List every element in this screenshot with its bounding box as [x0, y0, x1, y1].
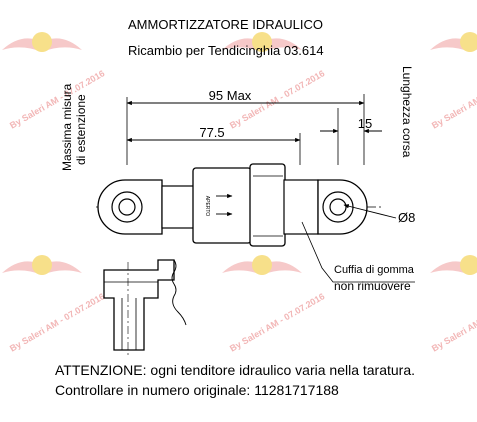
- dimension-stroke-label: 15: [358, 116, 372, 131]
- side-label-left-1: Massima misura: [60, 83, 74, 171]
- callout-line2: non rimuovere: [334, 279, 411, 293]
- diameter-label: Ø8: [398, 210, 415, 225]
- watermark-logo: [2, 32, 82, 52]
- damper-body: [192, 167, 252, 244]
- side-label-right: Lunghezza corsa: [400, 66, 414, 158]
- rubber-boot: [283, 179, 319, 235]
- watermark-logo: [222, 255, 302, 275]
- callout-leader: [301, 221, 415, 283]
- drawing-title: AMMORTIZZATORE IDRAULICO: [128, 17, 324, 32]
- extension-lines: [126, 94, 365, 165]
- left-eye: [97, 179, 163, 235]
- watermark-logo: [430, 32, 477, 52]
- watermark-logo: [222, 32, 302, 52]
- body-arrows: [216, 193, 233, 217]
- detail-section: [103, 259, 187, 358]
- dimension-max-label: 95 Max: [209, 88, 252, 103]
- watermark-logo: [2, 255, 82, 275]
- dimension-center-label: 77.5: [199, 125, 224, 140]
- diameter-leader: [343, 204, 397, 219]
- body-label: APERTO: [204, 196, 210, 216]
- left-rod: [161, 185, 197, 229]
- watermark-logo: [430, 255, 477, 275]
- note-warning: ATTENZIONE: ogni tenditore idraulico var…: [55, 362, 416, 378]
- note-original-number: Controllare in numero originale: 1128171…: [55, 382, 339, 398]
- right-eye: [317, 179, 368, 235]
- side-label-left-2: di estenzione: [74, 94, 88, 165]
- drawing-subtitle: Ricambio per Tendicinghia 03.614: [128, 43, 324, 58]
- callout-line1: Cuffia di gomma: [334, 264, 415, 276]
